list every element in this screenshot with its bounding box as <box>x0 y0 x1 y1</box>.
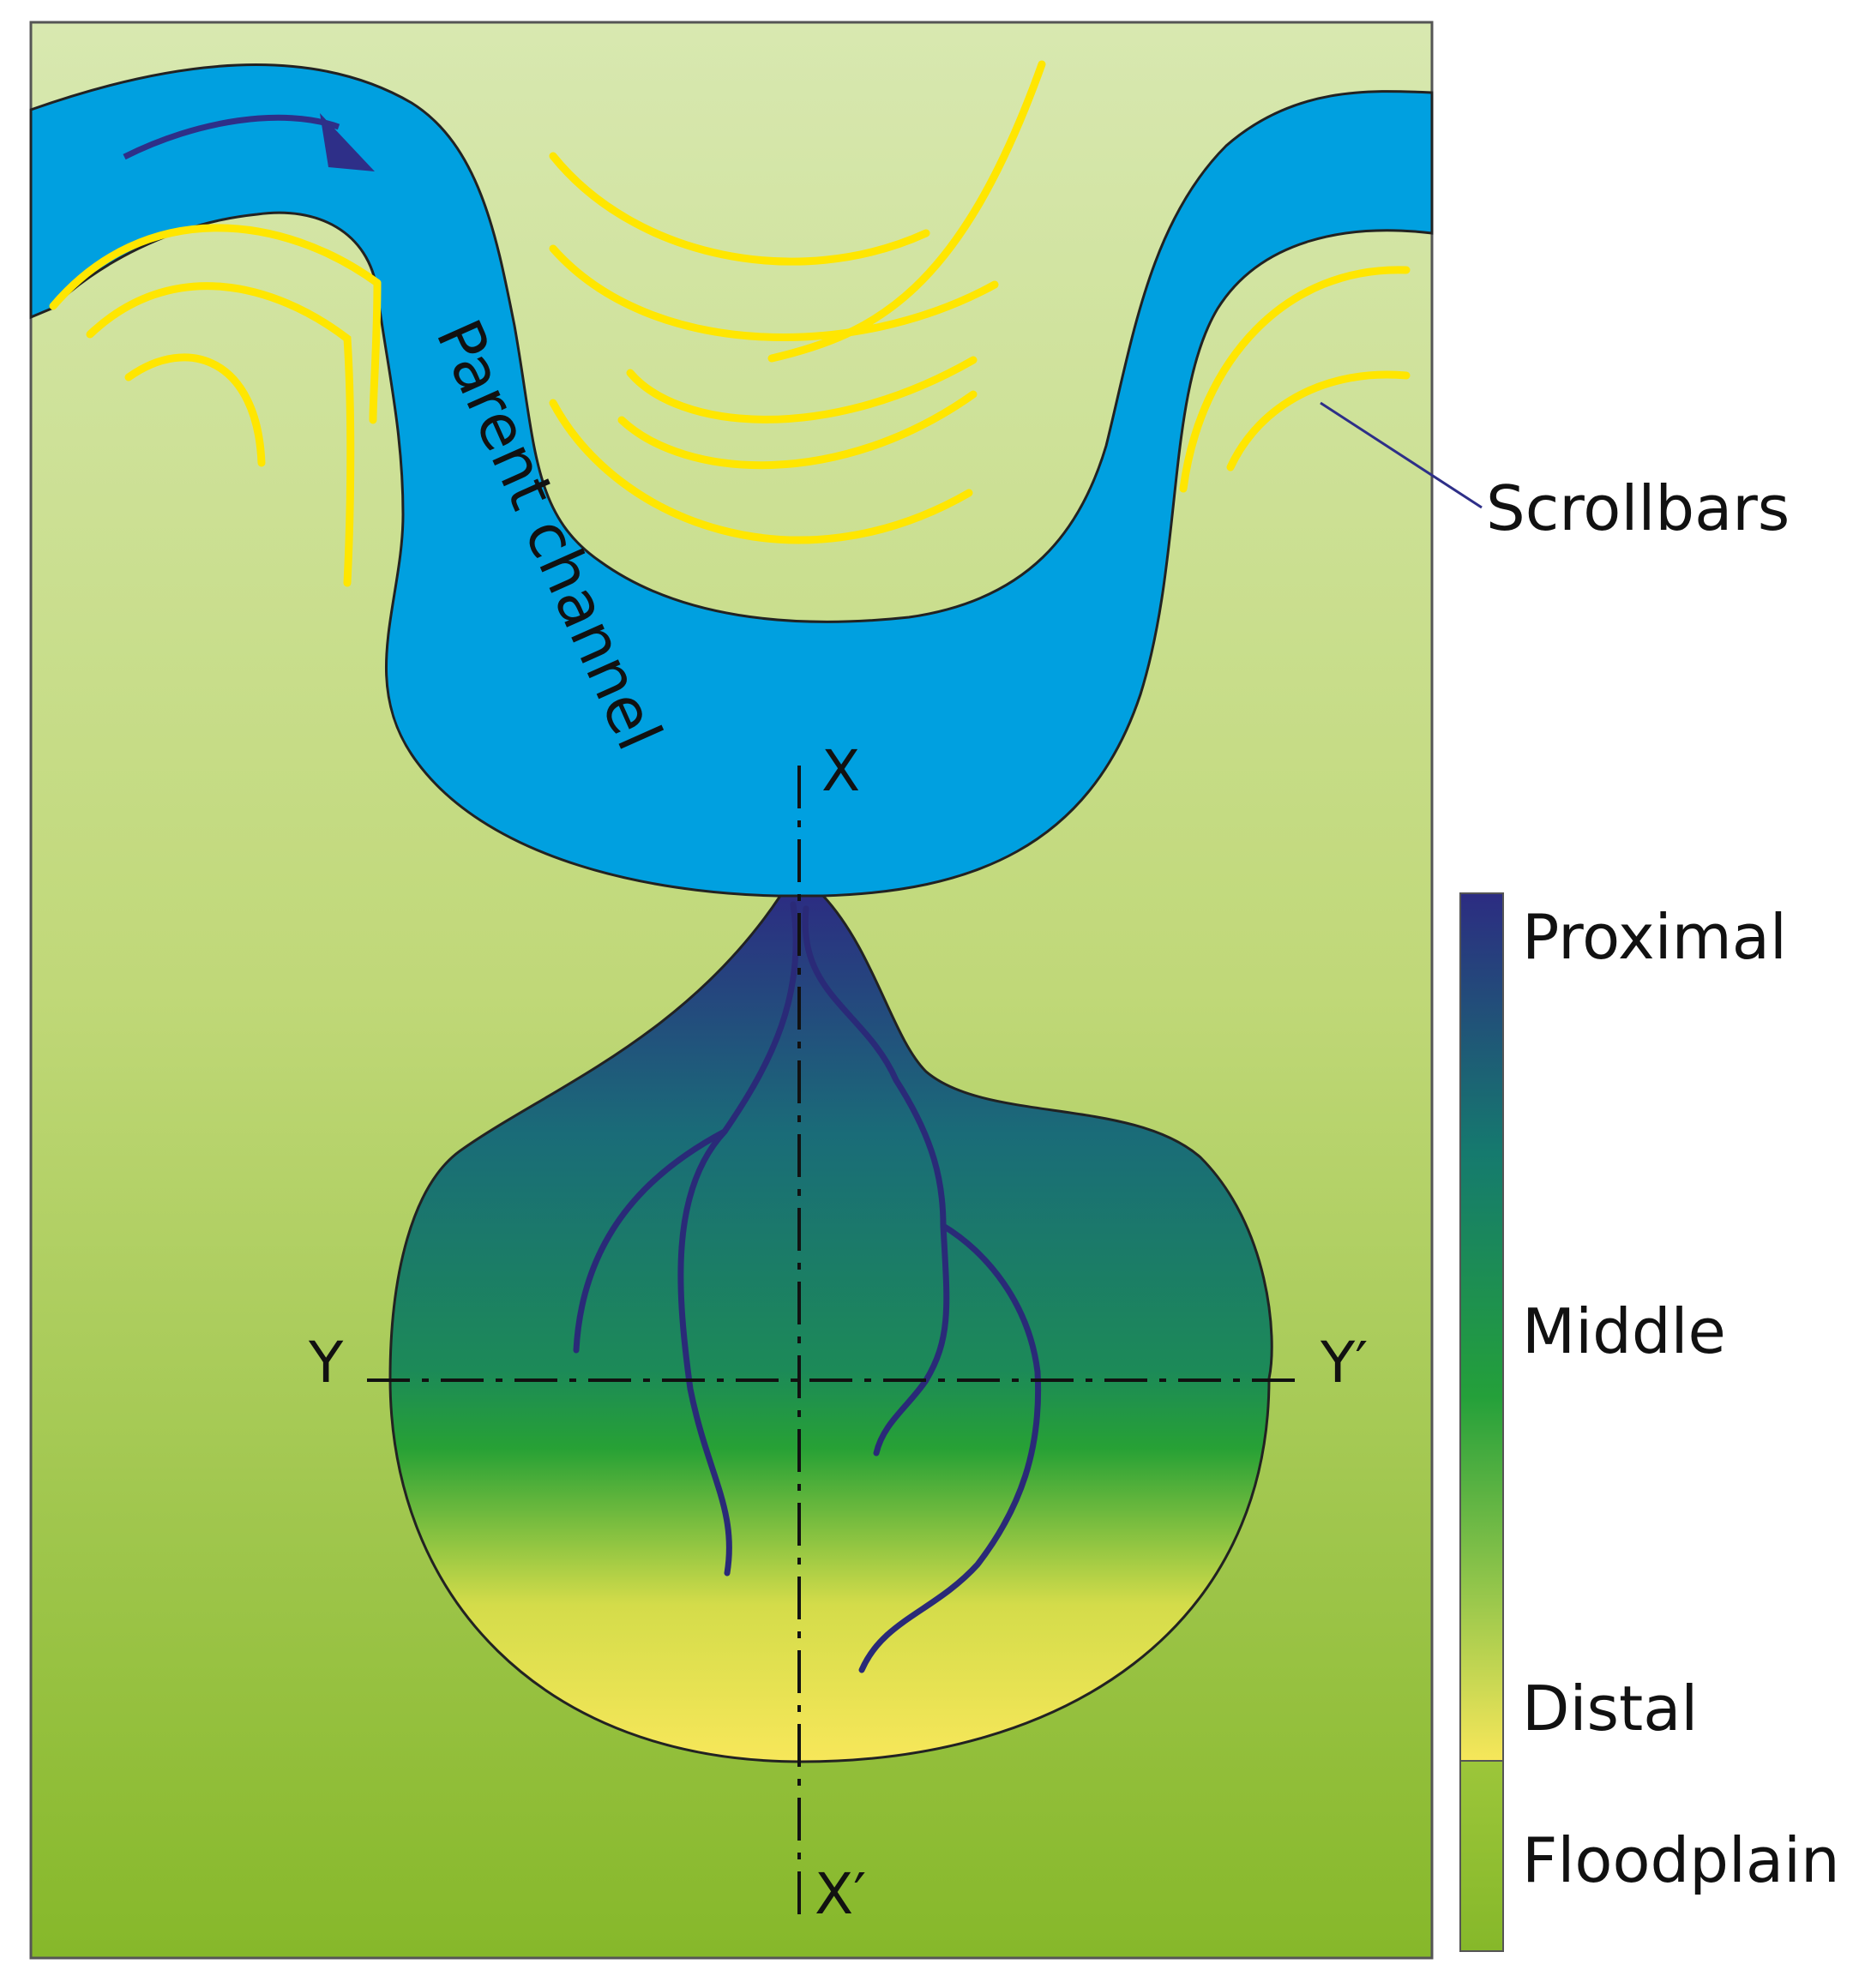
label-x-end: X′ <box>815 1861 866 1927</box>
crevasse-splay-lobe <box>388 894 1273 1763</box>
scrollbars-leader-line <box>1320 401 1483 509</box>
legend-label-proximal: Proximal <box>1522 901 1787 973</box>
legend-label-floodplain: Floodplain <box>1522 1824 1840 1896</box>
distributary-channels <box>573 901 1042 1673</box>
scrollbars-label: Scrollbars <box>1486 472 1790 544</box>
flow-arrow <box>123 113 375 171</box>
scrollbar-arcs <box>49 60 1411 587</box>
legend-gradient-bar <box>1459 892 1504 1762</box>
label-y-end: Y′ <box>1320 1330 1368 1396</box>
label-x-start: X <box>821 738 860 804</box>
label-y-start: Y <box>308 1330 344 1396</box>
parent-channel <box>29 63 1434 898</box>
legend-floodplain-bar <box>1459 1760 1504 1952</box>
legend-label-middle: Middle <box>1522 1295 1726 1367</box>
legend-label-distal: Distal <box>1522 1673 1698 1745</box>
legend: Proximal Middle Distal Floodplain <box>1459 892 1840 1952</box>
